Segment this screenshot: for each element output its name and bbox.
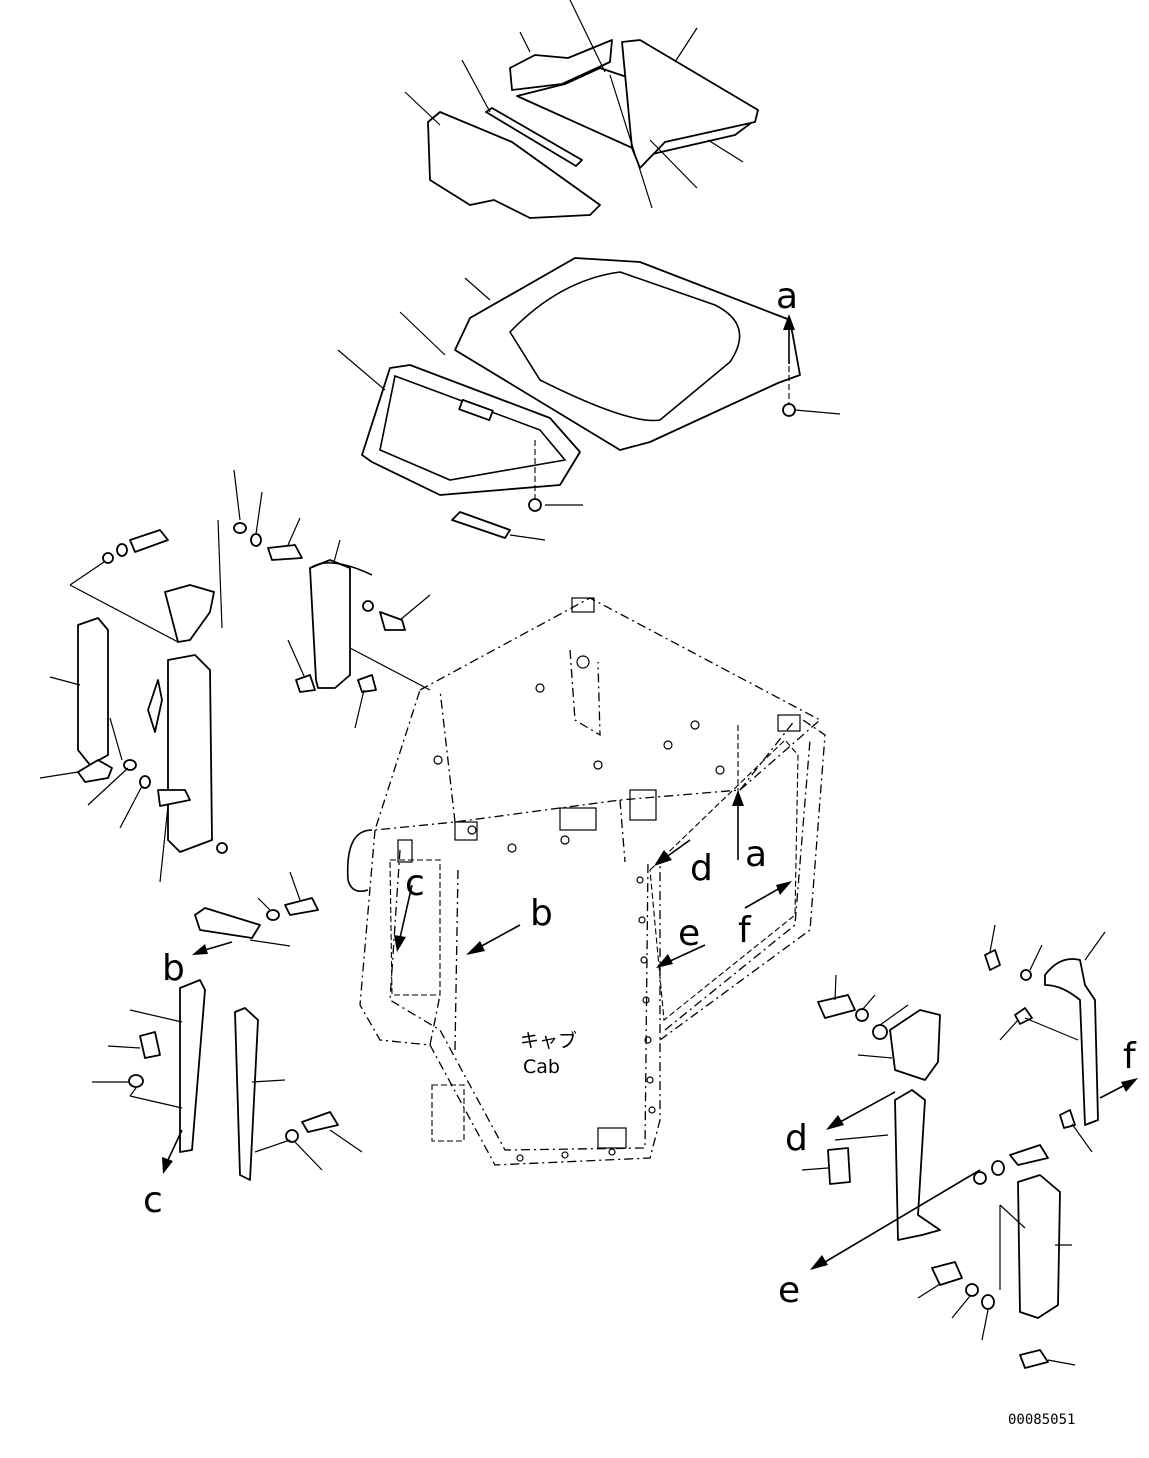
bolt: [817, 994, 856, 1019]
view-label-b-cab: b: [530, 893, 553, 934]
bolt: [129, 529, 169, 553]
pillar-trim-left: [167, 654, 213, 853]
view-label-d-right: d: [785, 1118, 808, 1159]
view-label-b-left: b: [162, 948, 185, 989]
clip: [357, 674, 377, 693]
weatherstrip-c: [179, 979, 206, 1153]
right-side-parts: f d e: [778, 924, 1138, 1369]
view-arrow-f-cab: f: [738, 881, 792, 951]
bolt: [139, 1031, 161, 1059]
bolt: [301, 1111, 339, 1133]
roof-pad-right: [621, 39, 759, 169]
roof-clip-screw: [782, 403, 796, 417]
bolt: [1009, 1144, 1049, 1166]
corner-bracket-d: [889, 1009, 941, 1081]
view-label-c-cab: c: [405, 863, 425, 904]
rubber-pad: [827, 1147, 851, 1185]
clip: [295, 674, 316, 693]
bracket-b: [194, 907, 261, 939]
view-label-e-cab: e: [678, 913, 700, 954]
trim-strip: [234, 1007, 259, 1181]
cab-roof-outline: [374, 597, 822, 831]
bolt: [931, 1261, 963, 1286]
view-label-f-cab: f: [738, 910, 752, 951]
roof-liner: [337, 257, 841, 541]
front-roof-liner: [361, 364, 581, 496]
view-arrow-d-cab: d: [654, 839, 713, 889]
liner-strip: [451, 511, 511, 539]
view-label-d-cab: d: [690, 848, 713, 889]
view-arrow-b-cab: b: [466, 893, 553, 955]
small-shim: [147, 679, 163, 733]
bolt: [157, 789, 191, 807]
rubber-cap-left: [77, 759, 113, 783]
diagram-part-number: 00085051: [1008, 1412, 1075, 1428]
pillar-cover-right: [1017, 1174, 1061, 1319]
screw: [984, 949, 1001, 971]
view-arrow-a-cab: a: [732, 725, 767, 875]
center-pillar-trim: [309, 559, 351, 689]
roof-pad-small: [509, 39, 613, 91]
view-label-a-cab: a: [745, 834, 767, 875]
rubber-cap-right: [1019, 1349, 1049, 1369]
screw: [379, 611, 406, 631]
clip: [1014, 1007, 1033, 1025]
view-label-e-right: e: [778, 1270, 800, 1311]
roof-insulation-panels: [404, 0, 759, 219]
corner-bracket: [164, 584, 215, 643]
cab-label-japanese: キャブ: [520, 1029, 577, 1052]
view-label-a-top: a: [776, 276, 798, 317]
roof-clip-screw: [528, 498, 542, 512]
pillar-cover-left: [77, 617, 109, 766]
pillar-cover-f: [1044, 958, 1099, 1126]
cab-label-english: Cab: [523, 1056, 560, 1078]
lower-left-trim-parts: b c: [92, 871, 363, 1221]
view-arrow-e-cab: e: [656, 913, 706, 968]
pillar-trim-e: [894, 1089, 941, 1241]
roof-seal-strip: [485, 107, 583, 167]
clip: [1059, 1109, 1076, 1129]
view-label-f-right: f: [1123, 1036, 1137, 1077]
roof-pad-left: [427, 111, 601, 219]
view-label-c-left: c: [143, 1180, 163, 1221]
left-front-pillar-parts: [39, 469, 303, 883]
center-pillar-cover: [287, 539, 431, 729]
cab-frame: キャブ Cab: [346, 597, 826, 1166]
view-arrow-c-cab: c: [394, 863, 425, 952]
bolt: [267, 544, 303, 561]
view-arrow-a-top: a: [776, 276, 798, 364]
bolt: [284, 897, 319, 916]
